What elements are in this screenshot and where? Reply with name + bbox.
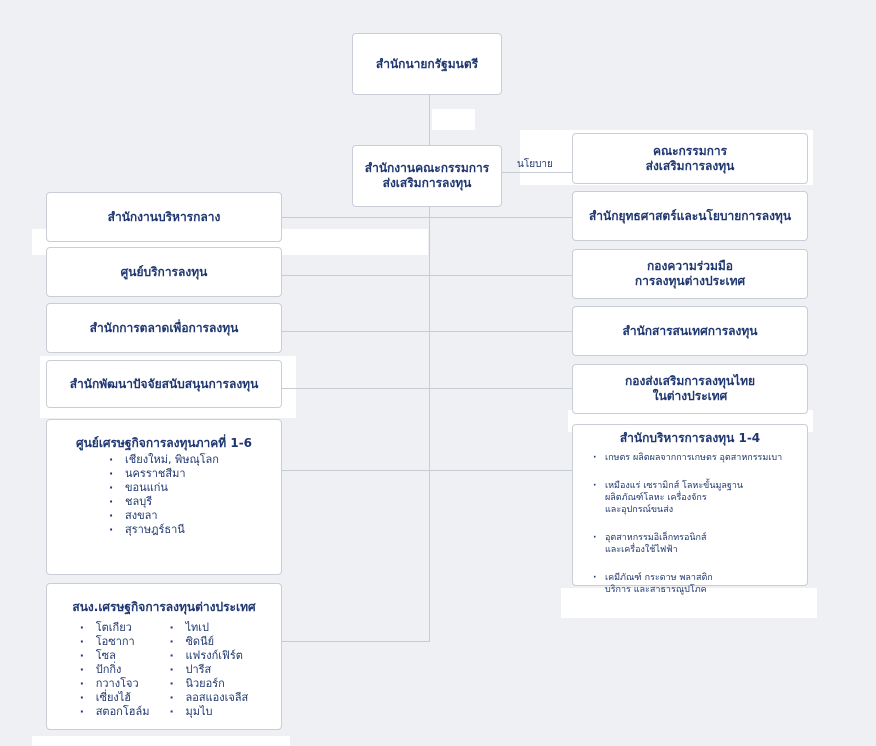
connector-row-5 <box>281 470 573 471</box>
list-item: ขอนแก่น <box>109 481 219 495</box>
node-label-line: กองความร่วมมือ <box>647 259 733 273</box>
node-pmo: สำนักนายกรัฐมนตรี <box>352 33 502 95</box>
connector-row-4 <box>281 388 573 389</box>
list-item: สุราษฎร์ธานี <box>109 523 219 537</box>
node-label: ศูนย์บริการลงทุน <box>120 264 208 279</box>
node-title: สนง.เศรษฐกิจการลงทุนต่างประเทศ <box>72 600 256 614</box>
node-investment-marketing: สำนักการตลาดเพื่อการลงทุน <box>46 303 282 353</box>
list-item: ปารีส <box>169 663 248 677</box>
node-label: สำนักงานบริหารกลาง <box>107 209 221 224</box>
connector-trunk <box>429 94 430 642</box>
admin-detail-list: · เกษตร ผลิตผลจากการเกษตร อุตสาหกรรมเบา … <box>579 452 801 612</box>
node-boi-board: คณะกรรมการ ส่งเสริมการลงทุน <box>572 133 808 184</box>
backdrop-strip <box>32 736 290 746</box>
node-label-line: สำนักงานคณะกรรมการ <box>364 161 490 175</box>
node-label: สำนักยุทธศาสตร์และนโยบายการลงทุน <box>588 208 792 223</box>
overseas-list-right: ไทเป ซิดนีย์ แฟรงก์เฟิร์ต ปารีส นิวยอร์ก… <box>169 621 248 719</box>
node-label-line: ในต่างประเทศ <box>652 389 728 403</box>
node-label: สำนักการตลาดเพื่อการลงทุน <box>89 320 239 335</box>
overseas-list-left: โตเกียว โอซากา โซล ปักกิ่ง กวางโจว เซี่ย… <box>80 621 150 719</box>
list-item-line: เคมีภัณฑ์ กระดาษ พลาสติก <box>605 573 713 583</box>
list-item: โตเกียว <box>80 621 150 635</box>
list-item: กวางโจว <box>80 677 150 691</box>
node-regional-centers: ศูนย์เศรษฐกิจการลงทุนภาคที่ 1-6 เชียงใหม… <box>46 419 282 575</box>
node-investment-service-center: ศูนย์บริการลงทุน <box>46 247 282 297</box>
list-item: นครราชสีมา <box>109 467 219 481</box>
node-label-line: การลงทุนต่างประเทศ <box>634 274 746 288</box>
node-label-line: กองส่งเสริมการลงทุนไทย <box>624 374 756 388</box>
list-item: โอซากา <box>80 635 150 649</box>
list-item-line: เหมืองแร่ เซรามิกส์ โลหะขั้นมูลฐาน <box>605 481 744 491</box>
bullet-icon: · <box>593 573 597 583</box>
list-item-line: อุตสาหกรรมอิเล็กทรอนิกส์ <box>605 533 707 543</box>
overseas-columns: โตเกียว โอซากา โซล ปักกิ่ง กวางโจว เซี่ย… <box>80 621 249 719</box>
connector-row-3 <box>281 331 573 332</box>
list-item: ไทเป <box>169 621 248 635</box>
list-item: · เหมืองแร่ เซรามิกส์ โลหะขั้นมูลฐาน ผลิ… <box>593 480 801 516</box>
node-central-admin: สำนักงานบริหารกลาง <box>46 192 282 242</box>
list-item-line: บริการ และสาธารณูปโภค <box>605 585 707 595</box>
list-item-line: เกษตร ผลิตผลจากการเกษตร อุตสาหกรรมเบา <box>605 453 783 463</box>
list-item-line: ผลิตภัณฑ์โลหะ เครื่องจักร <box>605 493 707 503</box>
bullet-icon: · <box>593 533 597 543</box>
connector-policy <box>501 172 573 173</box>
node-investment-support-dev: สำนักพัฒนาปัจจัยสนับสนุนการลงทุน <box>46 360 282 408</box>
regional-list: เชียงใหม่, พิษณุโลก นครราชสีมา ขอนแก่น ช… <box>109 453 219 537</box>
bullet-icon: · <box>593 481 597 491</box>
list-item-line: และอุปกรณ์ขนส่ง <box>605 505 674 515</box>
list-item: สงขลา <box>109 509 219 523</box>
list-item-line: และเครื่องใช้ไฟฟ้า <box>605 545 678 555</box>
list-item: ชลบุรี <box>109 495 219 509</box>
node-strategy-policy: สำนักยุทธศาสตร์และนโยบายการลงทุน <box>572 191 808 241</box>
list-item: แฟรงก์เฟิร์ต <box>169 649 248 663</box>
node-title: สำนักบริหารการลงทุน 1-4 <box>619 431 761 445</box>
list-item: เซี่ยงไฮ้ <box>80 691 150 705</box>
node-label: สำนักนายกรัฐมนตรี <box>375 56 479 71</box>
list-item: เชียงใหม่, พิษณุโลก <box>109 453 219 467</box>
node-label-line: ส่งเสริมการลงทุน <box>382 176 472 190</box>
backdrop-strip <box>432 109 475 130</box>
connector-row-2 <box>281 275 573 276</box>
node-investment-admin-1-4: สำนักบริหารการลงทุน 1-4 · เกษตร ผลิตผลจา… <box>572 424 808 595</box>
backdrop-strip <box>561 588 817 618</box>
list-item: มุมไบ <box>169 705 248 719</box>
node-boi-office: สำนักงานคณะกรรมการ ส่งเสริมการลงทุน <box>352 145 502 207</box>
bullet-icon: · <box>593 453 597 463</box>
connector-row-1 <box>281 217 573 218</box>
list-item: ซิดนีย์ <box>169 635 248 649</box>
policy-label: นโยบาย <box>517 159 553 170</box>
list-item: · เกษตร ผลิตผลจากการเกษตร อุตสาหกรรมเบา <box>593 452 801 464</box>
node-label-line: ส่งเสริมการลงทุน <box>645 158 735 173</box>
node-intl-cooperation: กองความร่วมมือ การลงทุนต่างประเทศ <box>572 249 808 299</box>
node-title: ศูนย์เศรษฐกิจการลงทุนภาคที่ 1-6 <box>75 436 253 450</box>
list-item: · เคมีภัณฑ์ กระดาษ พลาสติก บริการ และสาธ… <box>593 572 801 596</box>
connector-row-6 <box>281 641 430 642</box>
node-label: สำนักสารสนเทศการลงทุน <box>622 323 758 338</box>
list-item: ลอสแองเจลีส <box>169 691 248 705</box>
node-thai-overseas: กองส่งเสริมการลงทุนไทย ในต่างประเทศ <box>572 364 808 414</box>
list-item: · อุตสาหกรรมอิเล็กทรอนิกส์ และเครื่องใช้… <box>593 532 801 556</box>
list-item: สตอกโฮล์ม <box>80 705 150 719</box>
list-item: ปักกิ่ง <box>80 663 150 677</box>
list-item: โซล <box>80 649 150 663</box>
list-item: นิวยอร์ก <box>169 677 248 691</box>
node-overseas-offices: สนง.เศรษฐกิจการลงทุนต่างประเทศ โตเกียว โ… <box>46 583 282 730</box>
node-label-line: คณะกรรมการ <box>652 143 728 158</box>
node-info-technology: สำนักสารสนเทศการลงทุน <box>572 306 808 356</box>
node-label: สำนักพัฒนาปัจจัยสนับสนุนการลงทุน <box>69 376 259 391</box>
